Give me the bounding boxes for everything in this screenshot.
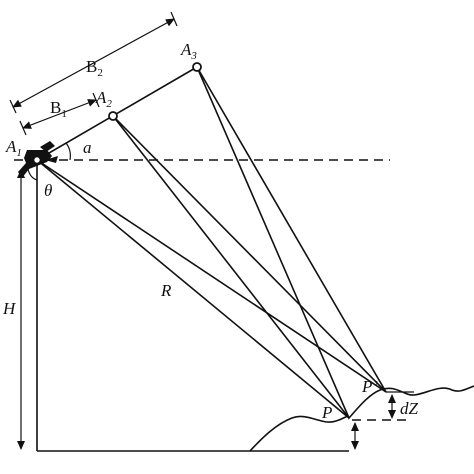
label-b2: B2 [86, 57, 103, 79]
antenna-a2-point [108, 111, 118, 121]
label-range: R [160, 281, 172, 300]
ray-a1-to-p-prime [36, 159, 387, 393]
b1-tick-start [19, 120, 27, 136]
label-dz: dZ [400, 399, 419, 418]
b2-tick-end [170, 11, 178, 27]
label-height: H [2, 299, 17, 318]
b2-tick-start [9, 99, 17, 114]
b1-dimension-arrow [22, 99, 97, 129]
label-a1: A1 [5, 137, 22, 159]
label-theta: θ [44, 181, 52, 200]
b2-dimension-arrow [12, 18, 175, 108]
ray-a3-to-p [196, 66, 350, 419]
ray-a2-to-p [112, 115, 350, 419]
antenna-a3-point [192, 62, 202, 72]
label-p: P [321, 403, 332, 422]
b1-tick-end [92, 92, 100, 108]
satellite-icon [18, 141, 58, 178]
terrain-profile [249, 385, 474, 452]
ray-a1-to-p [36, 159, 350, 419]
label-alpha: a [83, 138, 92, 157]
label-a3: A3 [180, 40, 197, 62]
ray-a2-to-p-prime [112, 115, 387, 393]
label-a2: A2 [95, 88, 112, 110]
label-b1: B1 [50, 98, 67, 120]
signal-rays [36, 66, 387, 419]
ray-a3-to-p-prime [196, 66, 387, 393]
antenna-a1-point [32, 155, 42, 165]
label-p-prime: P’ [361, 377, 378, 396]
alpha-angle-arc [65, 142, 71, 161]
